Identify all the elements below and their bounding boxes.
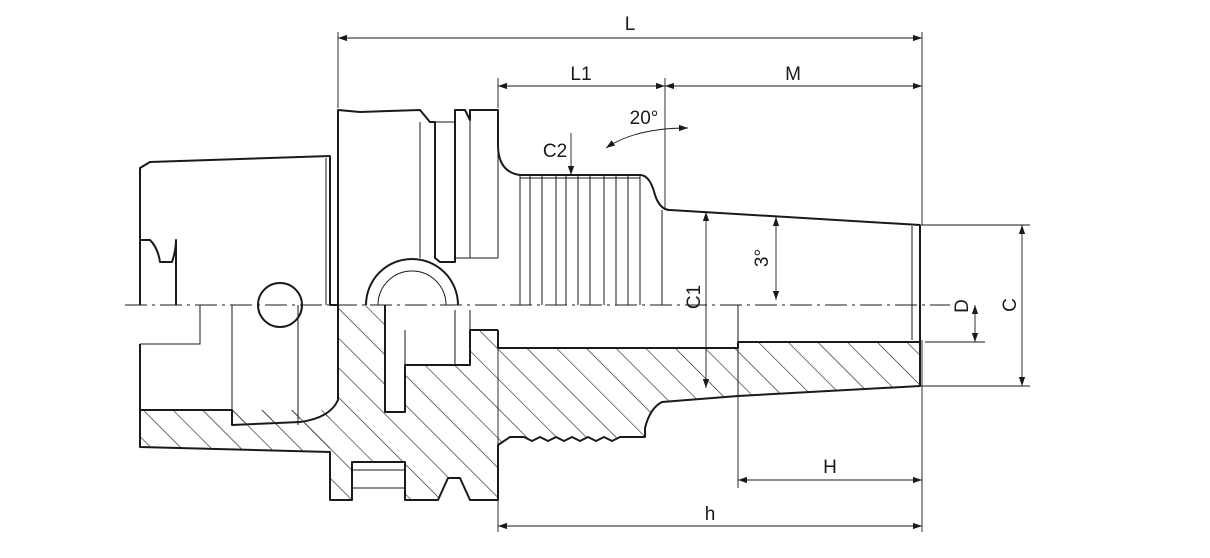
label-h: h <box>705 504 716 525</box>
flange-grooves <box>419 110 499 259</box>
clamp-rings <box>519 175 663 305</box>
dimension-labels: L L1 M 20° C2 C1 3° D C H h <box>543 14 1021 525</box>
label-angle-20: 20° <box>630 108 659 129</box>
external-view <box>139 109 921 342</box>
shank-upper <box>139 155 331 305</box>
dimensions <box>337 32 1030 532</box>
flange-inner-lower <box>140 305 339 426</box>
label-D: D <box>952 299 973 313</box>
flange-upper <box>330 109 921 306</box>
label-M: M <box>785 64 801 85</box>
slot-lower <box>351 462 406 500</box>
shank-notch <box>140 239 177 305</box>
hatch-flange <box>300 305 498 500</box>
label-L: L <box>625 14 636 35</box>
ext-lines <box>337 32 1030 532</box>
label-L1: L1 <box>570 64 591 85</box>
label-C: C <box>1000 298 1021 312</box>
drive-hole-half <box>365 258 459 306</box>
drive-hole-half-inner <box>377 270 447 306</box>
label-angle-3: 3° <box>752 249 773 267</box>
hatch-body <box>498 342 920 445</box>
section-view <box>139 305 921 501</box>
label-C1: C1 <box>684 285 705 309</box>
label-H: H <box>823 457 837 478</box>
shank-steps-lower <box>140 305 299 425</box>
hatch-shank-inner <box>232 410 300 425</box>
groove-lower <box>404 310 471 365</box>
dim-angle-20 <box>605 124 689 149</box>
label-C2: C2 <box>543 141 567 162</box>
